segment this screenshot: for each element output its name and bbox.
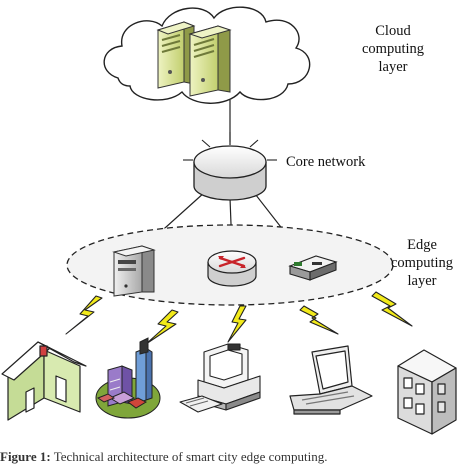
server-icon (112, 245, 156, 297)
lightning-icon (227, 305, 247, 343)
lightning-icon (65, 295, 103, 335)
core-router-icon (183, 132, 277, 201)
core-network-label: Core network (286, 154, 366, 170)
city-icon (95, 337, 161, 419)
server-icon (156, 21, 196, 89)
lightning-icon (371, 291, 413, 327)
lightning-icon (299, 305, 339, 335)
house-icon (1, 341, 87, 421)
building-icon (397, 349, 457, 435)
router-icon (207, 250, 257, 287)
figure-number: Figure 1: (0, 449, 51, 464)
switch-icon (288, 255, 338, 281)
cloud-computing-layer-label: Cloud computing layer (361, 23, 425, 75)
laptop-icon (289, 345, 373, 415)
figure-caption: Figure 1: Technical architecture of smar… (0, 449, 474, 465)
cloud-servers (156, 21, 232, 97)
lightning-icon (145, 309, 179, 345)
wireless-links (65, 291, 413, 345)
edge-computing-layer-label: Edge computing layer (390, 237, 454, 289)
figure-caption-text: Technical architecture of smart city edg… (53, 449, 328, 464)
server-icon (188, 25, 232, 97)
desktop-computer-icon (179, 343, 261, 413)
